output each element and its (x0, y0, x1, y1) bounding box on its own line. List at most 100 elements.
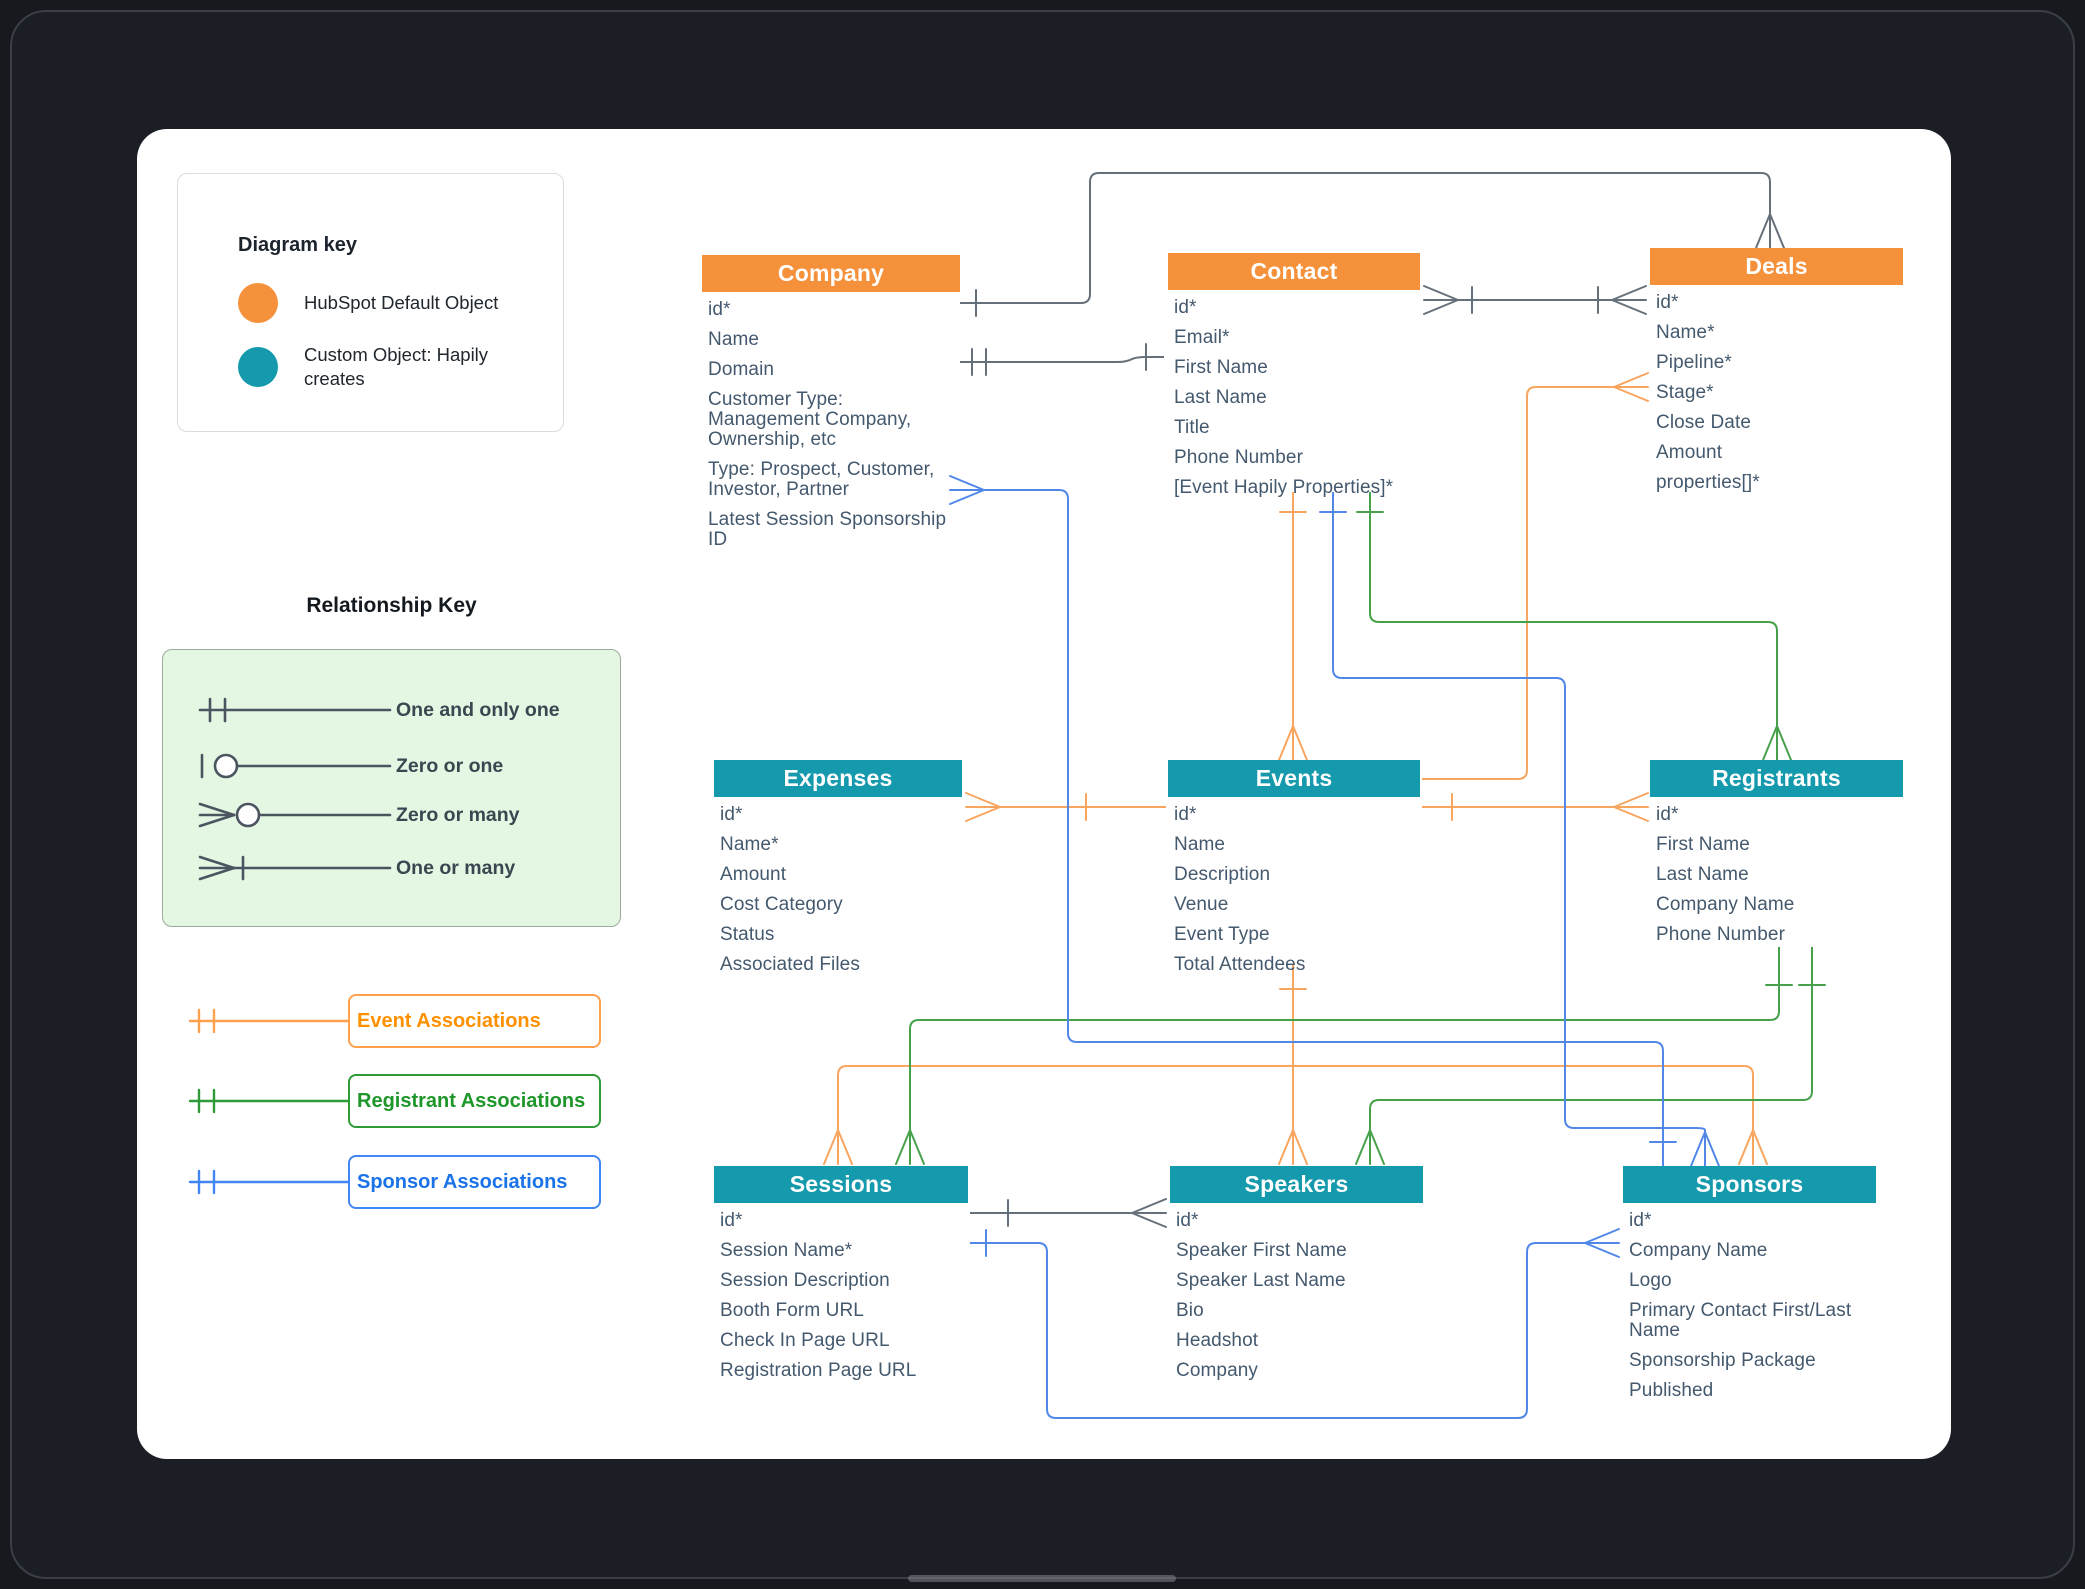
relationship-contact-deals (1423, 285, 1647, 315)
relationship-symbol-one-or-many-icon (198, 855, 392, 881)
association-box-sponsor[interactable]: Sponsor Associations (348, 1155, 601, 1209)
relationship-events-registrants (1422, 792, 1649, 822)
association-box-label: Event Associations (357, 1009, 541, 1032)
relationship-events-deals (1422, 372, 1649, 780)
relationship-company-sponsors (949, 475, 1677, 1166)
relationship-key-item: Zero or many (194, 798, 520, 832)
entity-field: Last Name (1656, 864, 1749, 885)
entity-header-sessions: Sessions (714, 1166, 968, 1203)
custom-object-color-icon (238, 347, 278, 388)
entity-header-contact: Contact (1168, 253, 1420, 290)
home-indicator-handle[interactable] (908, 1575, 1176, 1582)
entity-field: [Event Hapily Properties]* (1174, 477, 1394, 498)
relationship-sessions-speakers (970, 1198, 1167, 1228)
relationship-company-contact (960, 343, 1164, 376)
entity-field: id* (720, 804, 743, 825)
entity-field: id* (1174, 804, 1197, 825)
entity-field: Phone Number (1656, 924, 1785, 945)
entity-field: Phone Number (1174, 447, 1303, 468)
association-box-event[interactable]: Event Associations (348, 994, 601, 1048)
entity-field: Logo (1629, 1270, 1672, 1291)
entity-field: Amount (1656, 442, 1723, 463)
entity-field: Name (1174, 834, 1226, 855)
entity-field: id* (1656, 292, 1679, 313)
entity-field: Sponsorship Package (1629, 1350, 1816, 1371)
entity-field: Published (1629, 1380, 1714, 1401)
entity-field: Company Name (1629, 1240, 1768, 1261)
entity-field: Speaker Last Name (1176, 1270, 1346, 1291)
entity-field: Description (1174, 864, 1271, 885)
entity-field: id* (1174, 297, 1197, 318)
entity-field: Status (720, 924, 775, 945)
entity-field: Latest Session Sponsorship ID (708, 509, 947, 550)
relationship-company-deals (960, 172, 1785, 317)
entity-field: id* (1656, 804, 1679, 825)
relationship-contact-events (1278, 492, 1308, 761)
entity-field: Name* (720, 834, 779, 855)
entity-field: properties[]* (1656, 472, 1760, 493)
entity-field: Associated Files (720, 954, 860, 975)
entity-field: Email* (1174, 327, 1230, 348)
relationship-key-item: Zero or one (194, 749, 503, 783)
entity-field: Booth Form URL (720, 1300, 864, 1321)
entity-header-speakers: Speakers (1170, 1166, 1423, 1203)
entity-header-events: Events (1168, 760, 1420, 797)
entity-field: Headshot (1176, 1330, 1259, 1351)
entity-field: Session Name* (720, 1240, 853, 1261)
association-box-registrant[interactable]: Registrant Associations (348, 1074, 601, 1128)
relationship-key-item-label: One and only one (396, 698, 560, 721)
entity-field: Pipeline* (1656, 352, 1732, 373)
association-line-registrant-icon (188, 1088, 348, 1114)
entity-field: Event Type (1174, 924, 1270, 945)
entity-field: Cost Category (720, 894, 843, 915)
entity-header-company: Company (702, 255, 960, 292)
entity-field: Venue (1174, 894, 1229, 915)
entity-field: Registration Page URL (720, 1360, 917, 1381)
entity-field: id* (1176, 1210, 1199, 1231)
association-key-sponsor: Sponsor Associations (186, 1155, 601, 1209)
relationship-registrants-speakers (1355, 947, 1826, 1165)
relationship-events-fanout (823, 965, 1768, 1165)
entity-field: Customer Type: Management Company, Owner… (708, 389, 912, 450)
entity-field: Name* (1656, 322, 1715, 343)
diagram-key-item-label: Custom Object: Hapily creates (304, 344, 489, 390)
relationship-key-item-label: Zero or many (396, 803, 520, 826)
hubspot-object-color-icon (238, 283, 278, 323)
relationship-contact-registrants (1356, 492, 1792, 761)
relationship-key-item: One and only one (194, 693, 560, 727)
entity-field: Speaker First Name (1176, 1240, 1347, 1261)
entity-header-deals: Deals (1650, 248, 1903, 285)
entity-field: Name (708, 329, 760, 350)
association-key-registrant: Registrant Associations (186, 1074, 601, 1128)
association-line-sponsor-icon (188, 1169, 348, 1195)
entity-field: Amount (720, 864, 787, 885)
association-key-event: Event Associations (186, 994, 601, 1048)
entity-field: Company (1176, 1360, 1259, 1381)
relationship-key-item-label: One or many (396, 856, 516, 879)
relationship-key-item-label: Zero or one (396, 754, 504, 777)
relationship-key-title: Relationship Key (306, 594, 477, 617)
entity-field: Check In Page URL (720, 1330, 890, 1351)
entity-header-registrants: Registrants (1650, 760, 1903, 797)
diagram-key-item: Custom Object: Hapily creates (238, 343, 533, 391)
